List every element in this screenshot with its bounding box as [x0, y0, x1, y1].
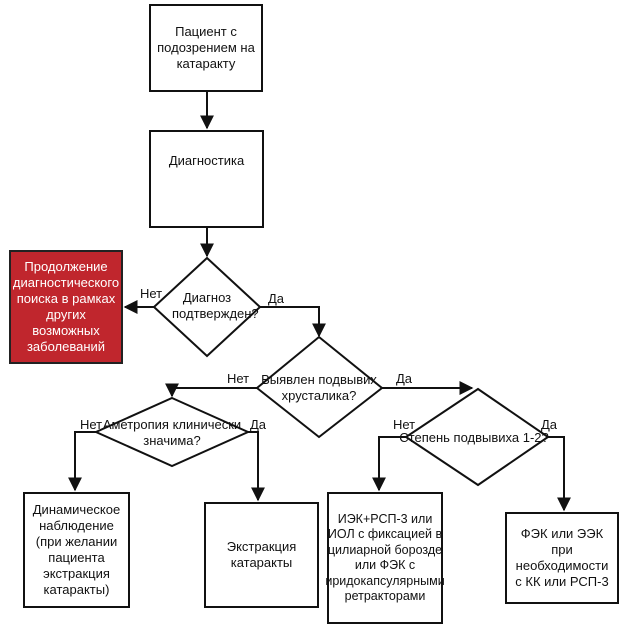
box-iek: ИЭК+РСП-3 или ИОЛ с фиксацией в цилиарно…: [325, 492, 445, 624]
box-iek-label: ИЭК+РСП-3 или ИОЛ с фиксацией в цилиарно…: [325, 511, 445, 604]
decision-ametropia-label: Аметропия клинически значима?: [102, 417, 242, 448]
decision-diamond-degree: [404, 387, 550, 487]
edge-label-confirmed-yes: Да: [268, 291, 285, 306]
arrow-confirmed-yes: [260, 306, 326, 338]
arrow-subluxation-no: [165, 383, 257, 398]
box-observation-label: Динамическое наблюдение (при желании пац…: [32, 502, 121, 597]
decision-diamond-ametropia: [93, 396, 251, 468]
decision-confirmed-label: Диагноз подтвержден?: [172, 290, 259, 321]
arrow-degree-yes: [548, 436, 571, 512]
box-suspicion-label: Пациент с подозрением на катаракту: [157, 24, 255, 71]
edge-label-subluxation-yes: Да: [396, 371, 413, 386]
edge-label-degree-no: Нет: [393, 417, 416, 432]
arrow-degree-no: [372, 436, 406, 492]
box-diagnostics-label: Диагностика: [168, 153, 245, 168]
box-observation: Динамическое наблюдение (при желании пац…: [23, 492, 130, 608]
arrow-ametropia-yes: [248, 431, 265, 502]
box-extraction-label: Экстракция катаракты: [226, 539, 297, 570]
box-continue-search-label: Продолжение диагностического поиска в ра…: [12, 259, 120, 354]
edge-label-ametropia-yes: Да: [250, 417, 267, 432]
edge-label-subluxation-no: Нет: [227, 371, 250, 386]
decision-diamond-confirmed: [152, 256, 262, 358]
edge-label-ametropia-no: Нет: [80, 417, 103, 432]
box-extraction: Экстракция катаракты: [204, 502, 319, 608]
box-fek-label: ФЭК или ЭЭК при необходимости с КК или Р…: [515, 526, 609, 589]
box-diagnostics: Диагностика: [149, 130, 264, 228]
box-suspicion: Пациент с подозрением на катаракту: [149, 4, 263, 92]
box-continue-search: Продолжение диагностического поиска в ра…: [9, 250, 123, 364]
box-fek: ФЭК или ЭЭК при необходимости с КК или Р…: [505, 512, 619, 604]
edge-label-degree-yes: Да: [541, 417, 558, 432]
edge-label-confirmed-no: Нет: [140, 286, 163, 301]
decision-degree-label: Степень подвывиха 1-2?: [399, 430, 549, 445]
decision-diamond-subluxation: [255, 335, 384, 439]
decision-subluxation-label: Выявлен подвывих хрусталика?: [261, 372, 377, 403]
arrow-ametropia-no: [68, 431, 96, 492]
